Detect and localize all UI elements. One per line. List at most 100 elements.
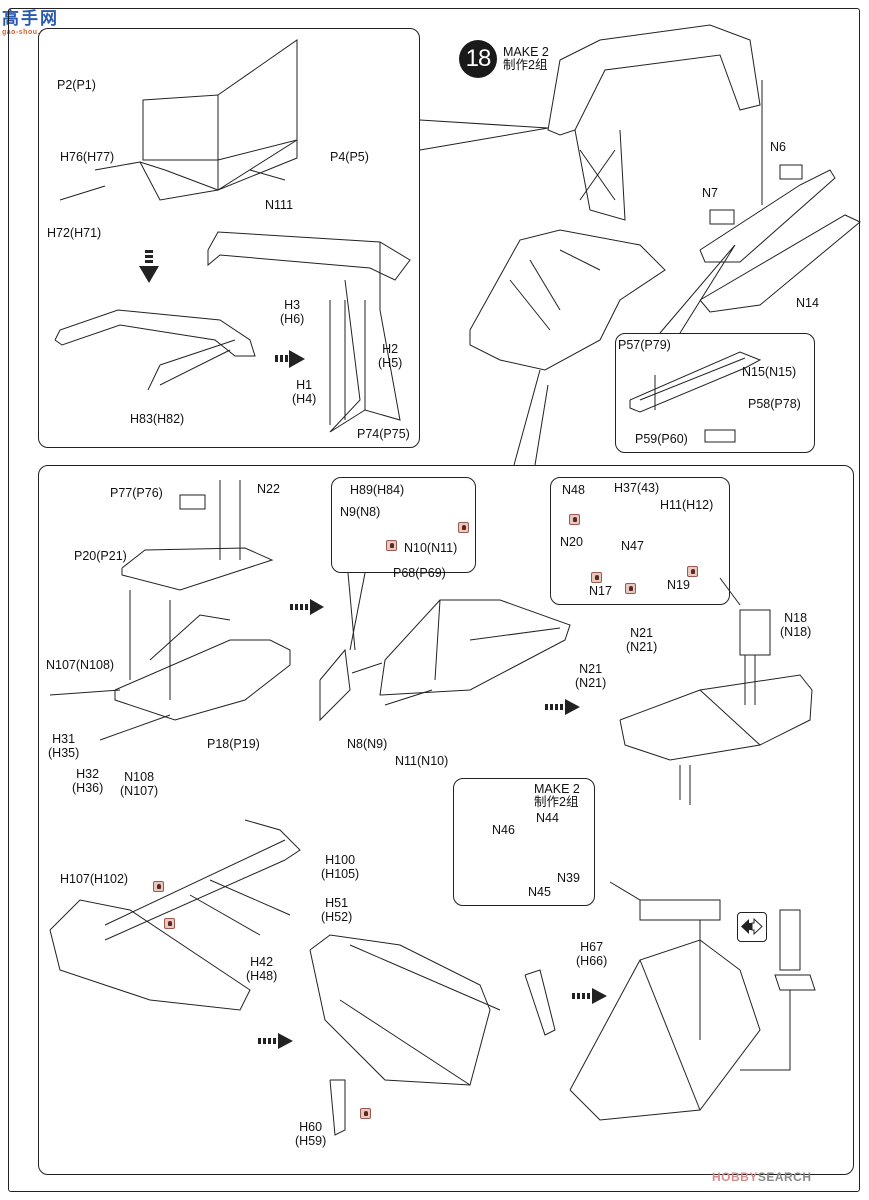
make-cn: 制作2组 (534, 795, 579, 809)
part-label: N10(N11) (404, 541, 458, 555)
part-bracket-plate (59, 39, 298, 201)
part-label: H100 (H105) (321, 853, 360, 881)
part-label: H67 (H66) (576, 940, 608, 968)
part-label: N108 (N107) (120, 770, 159, 798)
cement-icon (153, 881, 164, 892)
part-label: N19 (667, 578, 690, 592)
cement-icon (360, 1108, 371, 1119)
part-chassis-body (469, 229, 666, 371)
callout-hinge-detail (331, 477, 476, 573)
cement-icon (458, 522, 469, 533)
part-label: N15(N15) (742, 365, 797, 379)
part-label: H42 (H48) (246, 955, 278, 983)
part-label: H32 (H36) (72, 767, 104, 795)
part-label: H107(H102) (60, 872, 129, 886)
site-logo-url: gao-shou.com (2, 29, 56, 36)
callout-leader (513, 369, 541, 466)
callout-leader (534, 384, 549, 466)
part-label: H3 (H6) (280, 298, 305, 326)
part-jack-stand (740, 909, 816, 1071)
callout-leader (719, 577, 741, 606)
callout-leader (419, 119, 549, 151)
part-label: N8(N9) (347, 737, 388, 751)
part-label: P74(P75) (357, 427, 410, 441)
callout-linkage-detail (550, 477, 730, 605)
callout-make-quantity: MAKE 2 制作2组 (534, 783, 580, 809)
part-label: N20 (560, 535, 583, 549)
part-main-frame (619, 609, 813, 805)
part-label: H83(H82) (130, 412, 185, 426)
make-en: MAKE 2 (503, 45, 549, 59)
make-cn: 制作2组 (503, 58, 548, 72)
page-frame (8, 8, 860, 1192)
swap-arrows-icon (737, 912, 767, 942)
part-label: H31 (H35) (48, 732, 80, 760)
part-label: N39 (557, 871, 580, 885)
part-label: N47 (621, 539, 644, 553)
dashed-right-arrow-icon (290, 599, 324, 615)
part-skid-assembly (699, 80, 861, 313)
part-frame-arch (547, 24, 761, 221)
part-final-assembly (569, 881, 761, 1121)
part-label: N7 (702, 186, 718, 200)
dashed-right-arrow-icon (275, 350, 305, 368)
part-label: P57(P79) (618, 338, 671, 352)
cement-icon (625, 583, 636, 594)
part-label: H11(H12) (660, 498, 714, 512)
watermark-brand-1: HOBBY (712, 1170, 758, 1184)
site-logo-text: 高手网 (2, 9, 59, 28)
panel-skid-detail (615, 333, 815, 453)
callout-leader (347, 572, 356, 651)
part-label: H51 (H52) (321, 896, 353, 924)
part-skid-rail (629, 351, 762, 443)
part-label: P77(P76) (110, 486, 163, 500)
cement-icon (569, 514, 580, 525)
callout-cylinder-detail (453, 778, 595, 906)
part-label: H72(H71) (47, 226, 102, 240)
part-label: N111 (265, 198, 294, 212)
part-label: H76(H77) (60, 150, 115, 164)
part-label: N17 (589, 584, 612, 598)
cement-icon (687, 566, 698, 577)
part-label: P4(P5) (330, 150, 369, 164)
part-label: N14 (796, 296, 819, 310)
part-label: N21 (N21) (575, 662, 607, 690)
callout-leader (349, 572, 366, 651)
callout-leader (659, 244, 736, 334)
make-en: MAKE 2 (534, 782, 580, 796)
part-assembled-frame-side (309, 934, 556, 1136)
part-boom-arm-lower (54, 309, 256, 391)
part-boom-arm-upper (207, 231, 411, 433)
part-label: N6 (770, 140, 786, 154)
dashed-right-arrow-icon (545, 699, 580, 715)
step-number-badge: 18 (459, 40, 497, 78)
part-front-frame (49, 480, 291, 741)
part-label: P58(P78) (748, 397, 801, 411)
part-label: N44 (536, 811, 559, 825)
part-label: H89(H84) (350, 483, 405, 497)
dashed-down-arrow-icon (139, 250, 159, 283)
part-label: P18(P19) (207, 737, 260, 751)
part-label: N11(N10) (395, 754, 449, 768)
part-label: N22 (257, 482, 280, 496)
part-label: N21 (N21) (626, 626, 658, 654)
part-lift-cylinder-assembly (49, 819, 301, 1011)
part-label: H60 (H59) (295, 1120, 327, 1148)
part-label: H37(43) (614, 481, 660, 495)
part-label: P2(P1) (57, 78, 96, 92)
part-label: N45 (528, 885, 551, 899)
part-boom-section (319, 599, 571, 722)
part-label: H1 (H4) (292, 378, 317, 406)
dashed-right-arrow-icon (572, 988, 607, 1004)
dashed-right-arrow-icon (258, 1033, 293, 1049)
watermark-brand-2: SEARCH (757, 1170, 812, 1184)
part-label: N107(N108) (46, 658, 115, 672)
cement-icon (386, 540, 397, 551)
step-make-quantity: MAKE 2 制作2组 (503, 46, 549, 72)
cement-icon (591, 572, 602, 583)
hobby-search-watermark: HOBBYSEARCH (712, 1170, 812, 1184)
cement-icon (164, 918, 175, 929)
site-logo: 高手网 gao-shou.com (2, 4, 64, 36)
part-label: N18 (N18) (780, 611, 812, 639)
